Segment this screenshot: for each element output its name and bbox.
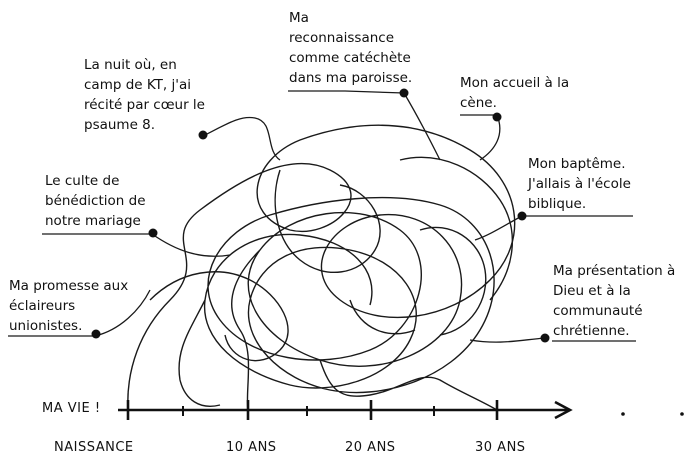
annotation-mariage: Le culte de bénédiction de notre mariage bbox=[45, 173, 146, 229]
tangled-life-line bbox=[127, 124, 516, 411]
annotation-dots bbox=[91, 88, 550, 343]
dot-bapteme bbox=[517, 211, 527, 221]
dot-presentation bbox=[540, 333, 550, 343]
axis-ticks bbox=[126, 400, 499, 420]
dot-psaume bbox=[198, 130, 208, 140]
tick-label-naissance: NAISSANCE bbox=[54, 440, 134, 455]
dot-catechete bbox=[399, 88, 409, 98]
annotation-bapteme: Mon baptême. J'allais à l'école biblique… bbox=[528, 156, 631, 212]
tick-label-30: 30 ANS bbox=[475, 440, 526, 455]
leader-lines bbox=[8, 90, 636, 343]
tick-label-20: 20 ANS bbox=[345, 440, 396, 455]
dot-eclaireurs bbox=[91, 329, 101, 339]
annotation-eclaireurs: Ma promesse aux éclaireurs unionistes. bbox=[9, 278, 129, 334]
axis-title: MA VIE ! bbox=[42, 401, 101, 416]
annotation-psaume: La nuit où, en camp de KT, j'ai récité p… bbox=[84, 57, 205, 133]
tick-label-10: 10 ANS bbox=[226, 440, 277, 455]
annotation-catechete: Ma reconnaissance comme catéchète dans m… bbox=[289, 10, 413, 86]
annotation-presentation: Ma présentation à Dieu et à la communaut… bbox=[553, 263, 676, 339]
dot-mariage bbox=[148, 228, 158, 238]
timeline-axis bbox=[118, 400, 573, 420]
axis-continuation-dots bbox=[621, 412, 684, 416]
dot-cene bbox=[492, 112, 502, 122]
tangled-life-line-2 bbox=[149, 156, 513, 362]
annotation-cene: Mon accueil à la cène. bbox=[460, 75, 570, 111]
